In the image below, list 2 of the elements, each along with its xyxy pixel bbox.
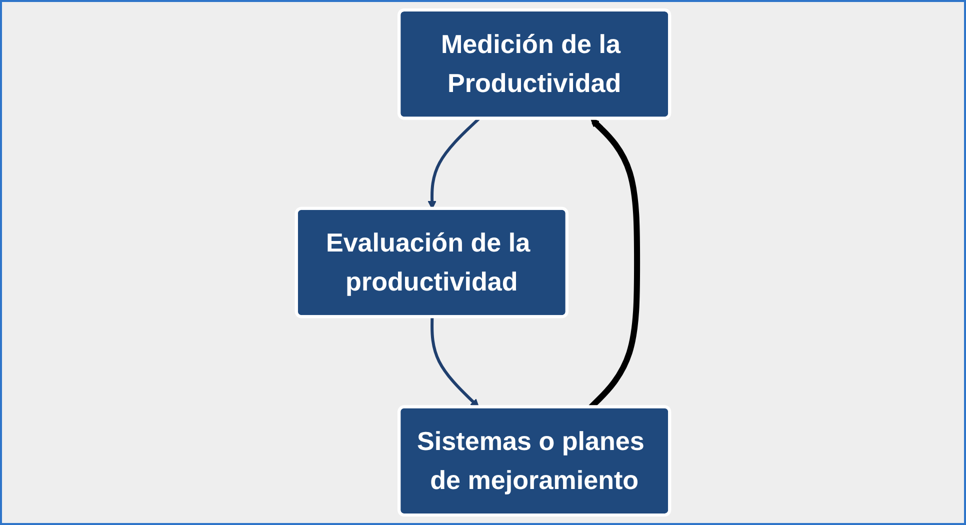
arrow — [428, 118, 480, 210]
arrow — [430, 317, 480, 408]
